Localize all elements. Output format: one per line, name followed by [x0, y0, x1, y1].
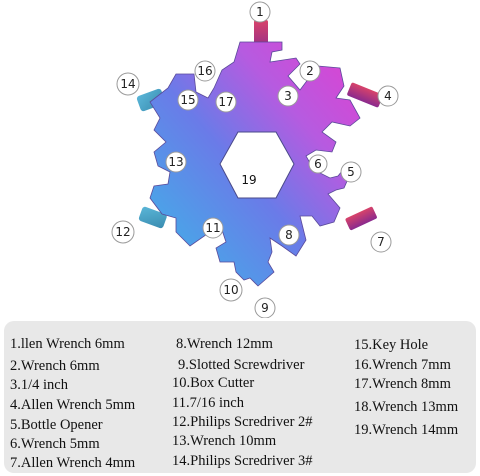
- callout-10: 10: [219, 278, 243, 302]
- legend-item: 7.Allen Wrench 4mm: [10, 455, 136, 471]
- svg-text:19: 19: [241, 173, 256, 187]
- legend-item: 1.llen Wrench 6mm: [10, 336, 125, 352]
- callout-12: 12: [111, 220, 135, 244]
- callout-1: 1: [249, 1, 271, 23]
- legend-item: 2.Wrench 6mm: [10, 358, 100, 374]
- svg-text:1: 1: [256, 5, 264, 19]
- callout-11: 11: [202, 217, 224, 239]
- legend-item: 5.Bottle Opener: [10, 417, 103, 433]
- svg-text:5: 5: [347, 165, 355, 179]
- svg-text:10: 10: [223, 283, 238, 297]
- legend-item: 3.1/4 inch: [10, 377, 68, 393]
- philips-screwdriver-2-bit: [138, 206, 167, 229]
- callout-7: 7: [370, 231, 392, 253]
- allen-wrench-4mm-bit: [345, 206, 377, 231]
- callout-15: 15: [177, 89, 199, 111]
- legend-item: 10.Box Cutter: [172, 375, 255, 391]
- callout-8: 8: [278, 224, 300, 246]
- svg-text:15: 15: [180, 93, 195, 107]
- legend-item: 19.Wrench 14mm: [354, 422, 459, 438]
- callout-13: 13: [165, 151, 187, 173]
- legend-item: 18.Wrench 13mm: [354, 399, 459, 415]
- legend-item: 9.Slotted Screwdriver: [178, 357, 305, 373]
- callout-2: 2: [299, 60, 321, 82]
- legend-panel: 1.llen Wrench 6mm 2.Wrench 6mm 3.1/4 inc…: [4, 321, 476, 473]
- legend-item: 4.Allen Wrench 5mm: [10, 397, 136, 413]
- callout-4: 4: [377, 85, 399, 107]
- legend-item: 14.Philips Scredriver 3#: [172, 453, 313, 469]
- legend-item: 16.Wrench 7mm: [354, 357, 451, 373]
- callout-19: 19: [241, 173, 256, 187]
- svg-text:16: 16: [197, 64, 212, 78]
- legend-item: 11.7/16 inch: [172, 395, 244, 411]
- svg-text:17: 17: [218, 95, 233, 109]
- legend-item: 8.Wrench 12mm: [176, 336, 273, 352]
- callout-3: 3: [277, 85, 299, 107]
- svg-text:3: 3: [284, 89, 292, 103]
- svg-text:7: 7: [377, 235, 385, 249]
- callout-5: 5: [340, 161, 362, 183]
- svg-text:4: 4: [384, 89, 392, 103]
- center-hexagon-hole: [219, 131, 295, 199]
- legend-item: 12.Philips Scredriver 2#: [172, 414, 313, 430]
- svg-text:8: 8: [285, 228, 293, 242]
- legend-item: 6.Wrench 5mm: [10, 436, 100, 452]
- callout-9: 9: [254, 297, 276, 318]
- snowflake-multitool-figure: 1 2 3 4 5 6 7 8 9 10 11 12 13 14 15 16 1…: [111, 1, 399, 318]
- svg-text:11: 11: [205, 221, 220, 235]
- svg-text:6: 6: [314, 157, 322, 171]
- svg-text:13: 13: [168, 155, 183, 169]
- legend-item: 13.Wrench 10mm: [172, 433, 277, 449]
- svg-text:2: 2: [306, 64, 314, 78]
- svg-text:12: 12: [115, 225, 130, 239]
- legend-item: 15.Key Hole: [354, 337, 429, 353]
- legend-item: 17.Wrench 8mm: [354, 376, 451, 392]
- callout-6: 6: [308, 154, 328, 174]
- svg-text:9: 9: [261, 301, 269, 315]
- callout-17: 17: [215, 91, 237, 113]
- callout-14: 14: [116, 72, 140, 96]
- allen-wrench-5mm-bit: [347, 82, 383, 108]
- svg-text:14: 14: [120, 77, 135, 91]
- callout-16: 16: [194, 60, 216, 82]
